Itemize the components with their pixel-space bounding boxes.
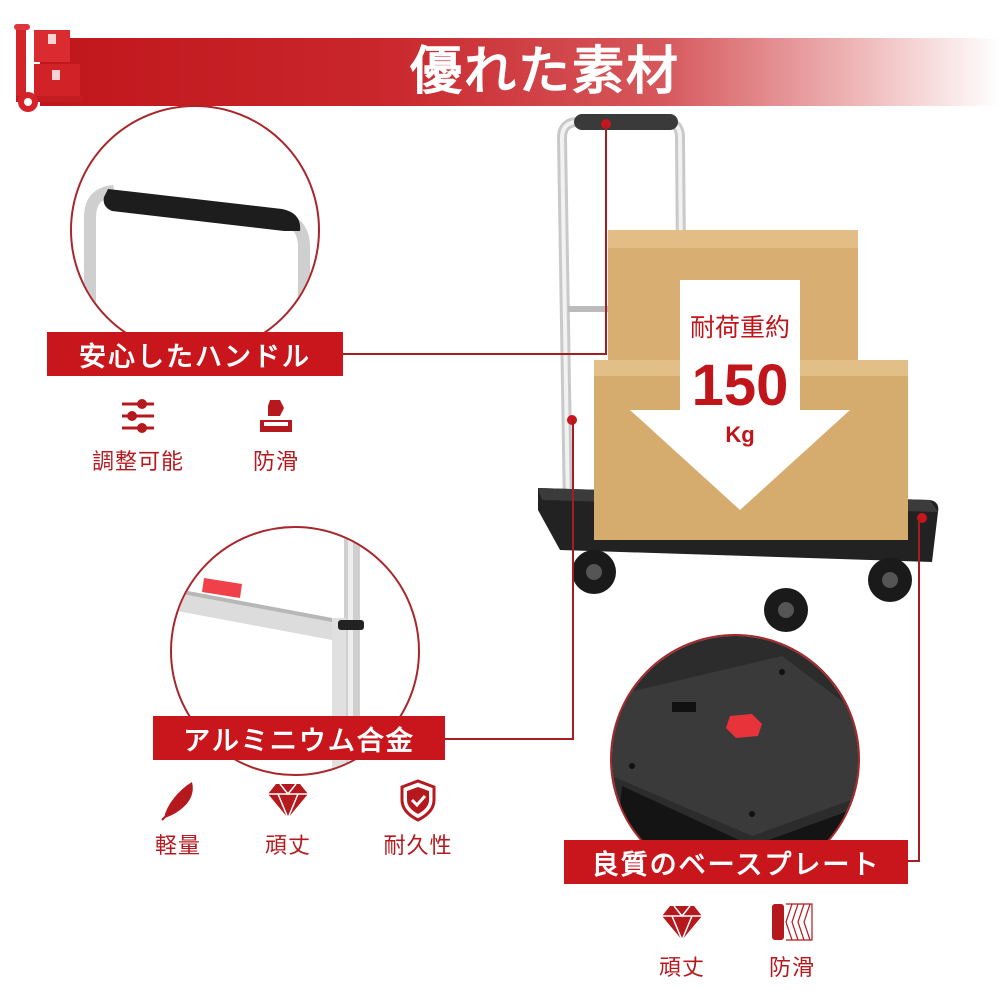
feature-adjustable: 調整可能 bbox=[88, 394, 188, 476]
page-title: 優れた素材 bbox=[409, 42, 680, 102]
hand-truck-boxes-icon bbox=[14, 24, 82, 112]
release-button bbox=[202, 578, 242, 598]
diamond-icon bbox=[268, 783, 308, 820]
release-button bbox=[726, 714, 762, 738]
section-label-aluminum: アルミニウム合金 bbox=[153, 716, 445, 760]
connector-line bbox=[572, 420, 574, 740]
connector-line bbox=[343, 353, 606, 355]
handle-detail-circle bbox=[70, 105, 320, 355]
connector-line bbox=[445, 738, 573, 740]
header-band bbox=[40, 38, 1000, 106]
section-label-baseplate: 良質のベースプレート bbox=[564, 840, 908, 884]
trolley-illustration bbox=[538, 114, 939, 632]
section-label-handle: 安心したハンドル bbox=[47, 332, 343, 376]
feather-icon bbox=[161, 782, 193, 821]
capacity-label: 耐荷重約 bbox=[689, 313, 790, 342]
capacity-value: 150 bbox=[691, 353, 789, 418]
feature-lightweight: 軽量 bbox=[128, 778, 228, 860]
connector-line bbox=[605, 124, 607, 355]
feature-label: 防滑 bbox=[252, 450, 299, 475]
feature-sturdy: 頑丈 bbox=[632, 900, 732, 982]
hand-grip-icon bbox=[260, 400, 292, 432]
shield-check-icon bbox=[400, 779, 436, 822]
diamond-icon bbox=[662, 905, 702, 942]
feature-anti-slip: 防滑 bbox=[226, 394, 326, 476]
feature-durable: 耐久性 bbox=[368, 778, 468, 860]
feature-label: 軽量 bbox=[154, 834, 201, 859]
feature-label: 頑丈 bbox=[264, 834, 311, 859]
anti-slip-pattern-icon bbox=[772, 903, 813, 941]
feature-anti-slip: 防滑 bbox=[742, 900, 842, 982]
connector-line bbox=[918, 518, 920, 862]
feature-label: 耐久性 bbox=[383, 834, 453, 859]
handle-grip bbox=[574, 114, 678, 130]
feature-label: 頑丈 bbox=[658, 956, 705, 981]
feature-label: 調整可能 bbox=[91, 450, 184, 475]
capacity-unit: Kg bbox=[725, 422, 755, 447]
sliders-icon bbox=[122, 399, 154, 433]
handle-grip bbox=[103, 189, 301, 231]
connector-line bbox=[908, 860, 920, 862]
down-arrow-icon bbox=[630, 280, 850, 510]
feature-label: 防滑 bbox=[768, 956, 815, 981]
feature-sturdy: 頑丈 bbox=[238, 778, 338, 860]
